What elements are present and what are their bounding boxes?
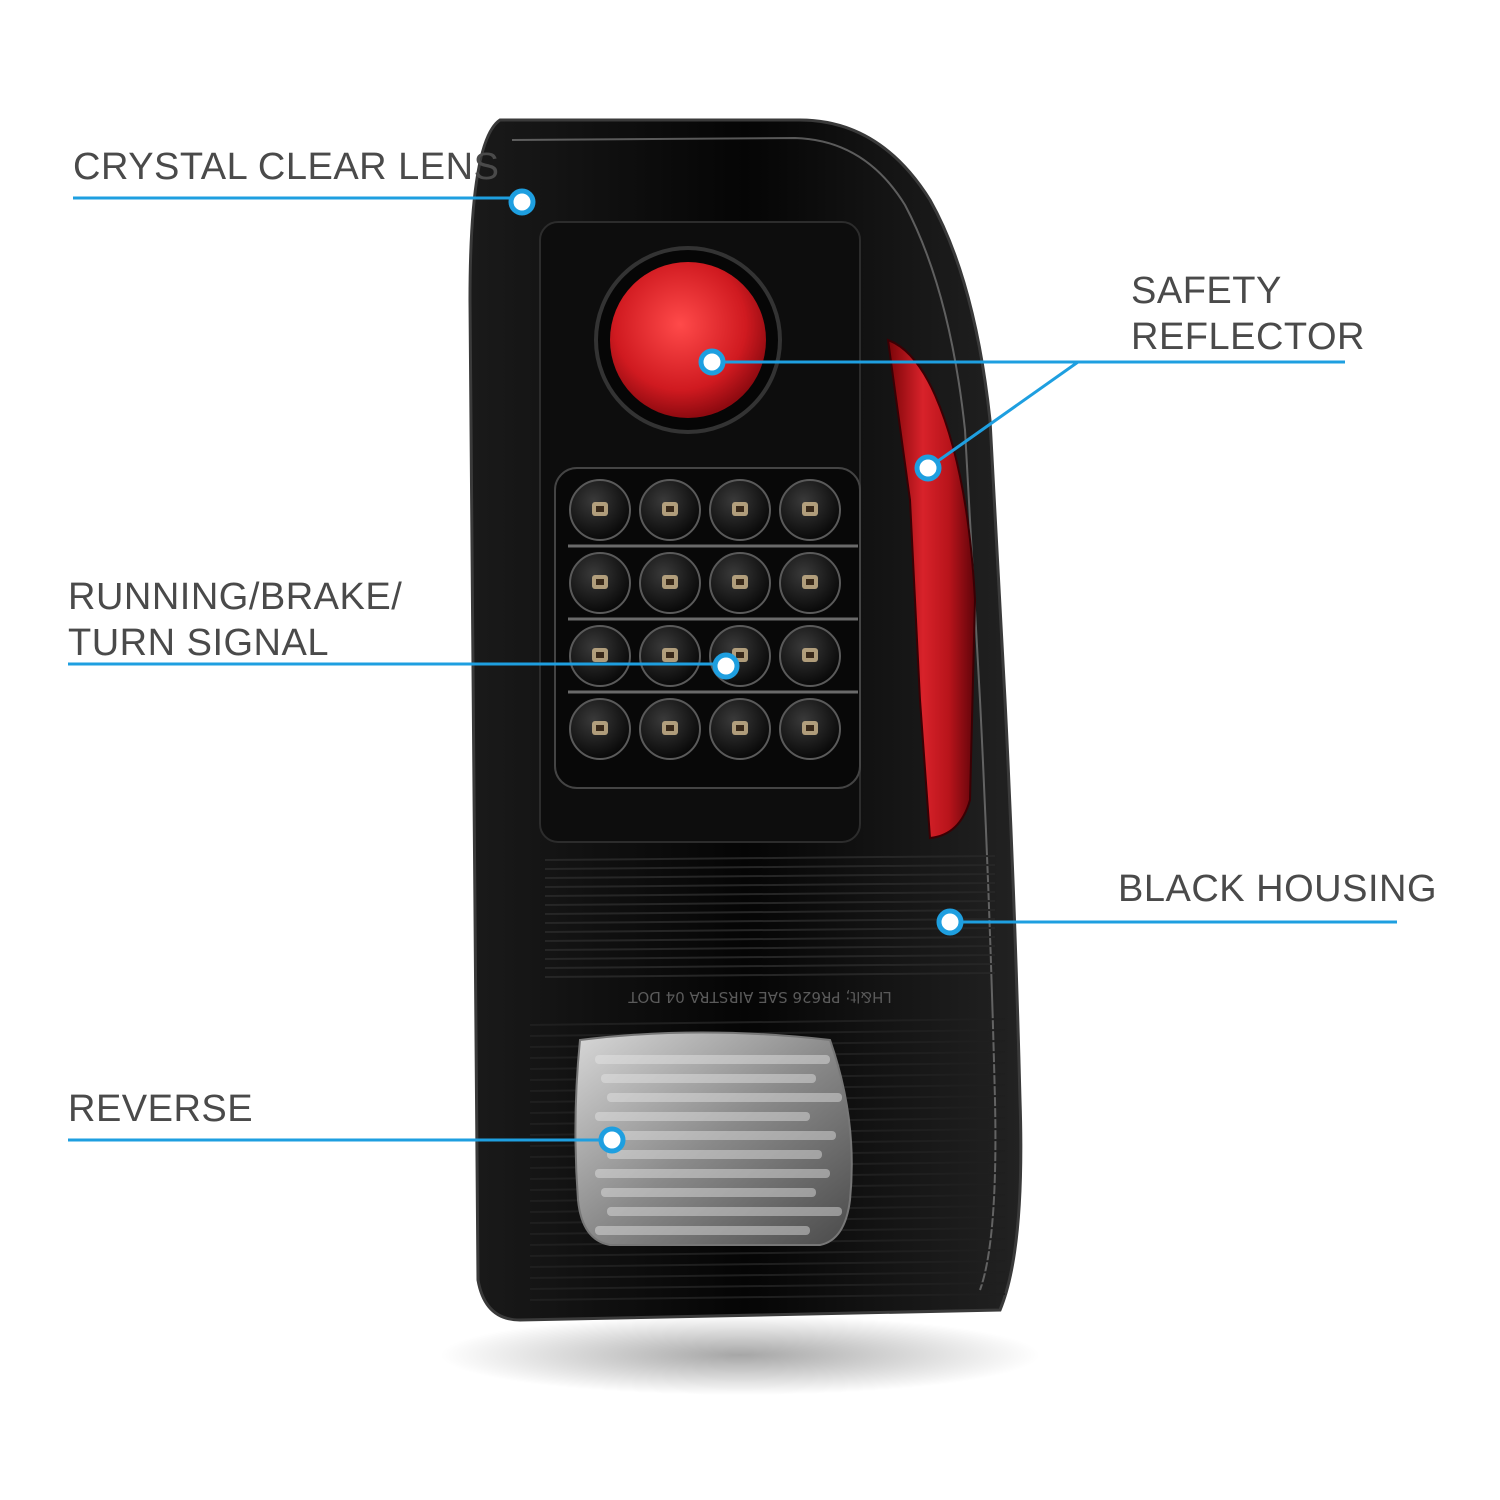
led-cell — [639, 552, 701, 614]
housing-rib — [544, 873, 996, 879]
led-cell — [709, 552, 771, 614]
housing-rib — [544, 927, 996, 933]
housing-rib — [544, 900, 996, 906]
reverse-facet — [595, 1112, 810, 1121]
led-cell — [779, 698, 841, 760]
reverse-facet — [607, 1093, 842, 1102]
callout-dot — [598, 1126, 626, 1154]
led-cell — [779, 552, 841, 614]
led-cell — [569, 698, 631, 760]
reverse-facet — [607, 1207, 842, 1216]
led-cell — [569, 479, 631, 541]
callout-dot — [914, 454, 942, 482]
callout-lines — [68, 188, 1397, 1154]
label-running-brake-turn: RUNNING/BRAKE/ TURN SIGNAL — [68, 576, 403, 664]
lower-rib — [529, 1029, 1006, 1037]
reverse-facet — [601, 1188, 816, 1197]
clear-lens-rim — [511, 136, 997, 1291]
housing-rib — [544, 963, 996, 969]
led-panel — [554, 467, 861, 789]
lower-rib — [529, 1018, 1006, 1026]
housing-rib — [544, 864, 996, 870]
reverse-facet — [595, 1226, 810, 1235]
led-cell — [779, 625, 841, 687]
led-cell — [569, 625, 631, 687]
led-cell — [639, 698, 701, 760]
label-reverse: REVERSE — [68, 1088, 254, 1130]
label-safety-reflector: SAFETY REFLECTOR — [1131, 270, 1365, 358]
led-grid — [568, 479, 858, 760]
lower-rib — [529, 1271, 1006, 1279]
callout-dot — [936, 908, 964, 936]
reverse-facet — [595, 1055, 830, 1064]
housing-rib — [544, 909, 996, 915]
side-reflector — [886, 338, 977, 840]
housing-rib — [544, 855, 996, 861]
callout-dot — [712, 652, 740, 680]
led-cell — [709, 698, 771, 760]
reverse-facet — [607, 1150, 822, 1159]
housing-rib — [544, 918, 996, 924]
led-cell — [709, 479, 771, 541]
led-cell — [639, 479, 701, 541]
lower-rib — [529, 1260, 1006, 1268]
callout-dot — [698, 348, 726, 376]
lens-molding-text: LH&lt; PR626 SAE AIRSTRA 04 DOT — [627, 988, 891, 1006]
callout-line — [927, 360, 1079, 470]
housing-rib — [544, 882, 996, 888]
reverse-facet — [601, 1131, 836, 1140]
reverse-facet — [595, 1169, 830, 1178]
callout-dot — [508, 188, 536, 216]
label-crystal-clear-lens: CRYSTAL CLEAR LENS — [73, 146, 500, 188]
reverse-facets — [595, 1055, 842, 1235]
lower-rib — [529, 1293, 1006, 1301]
housing-rib — [544, 972, 996, 978]
lower-rib — [529, 1282, 1006, 1290]
reflector-disc — [610, 262, 766, 418]
housing-rib — [544, 954, 996, 960]
led-cell — [569, 552, 631, 614]
floor-shadow — [440, 1315, 1040, 1395]
lower-rib — [529, 1249, 1006, 1257]
led-cell — [779, 479, 841, 541]
housing-rib — [544, 936, 996, 942]
led-cell — [639, 625, 701, 687]
reverse-lens — [574, 1031, 853, 1246]
reverse-facet — [601, 1074, 816, 1083]
housing-rib — [544, 891, 996, 897]
label-black-housing: BLACK HOUSING — [1118, 868, 1438, 910]
housing-rib — [544, 945, 996, 951]
